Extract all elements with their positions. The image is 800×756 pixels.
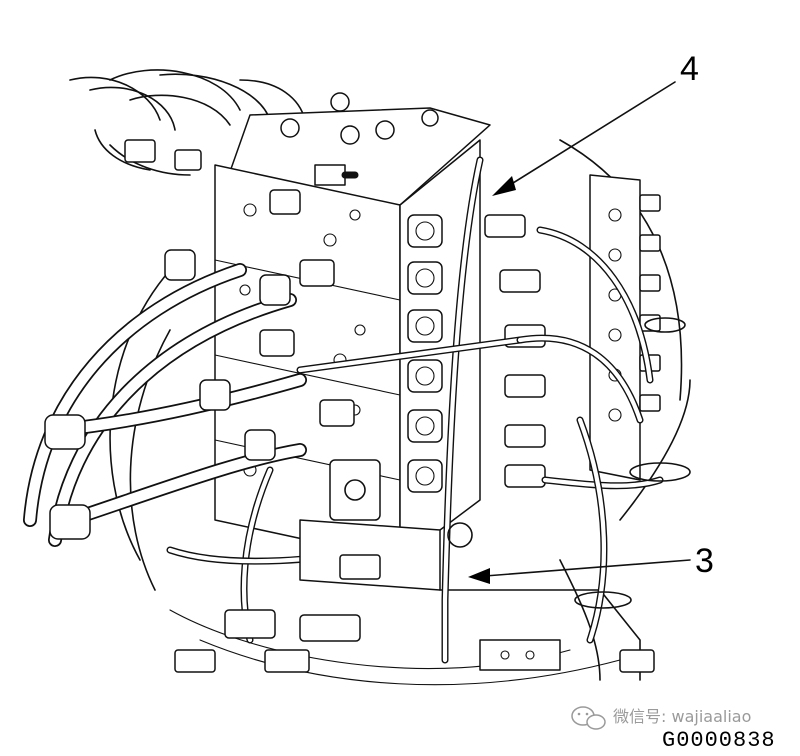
callout-leaders [468, 81, 691, 584]
callout-4-label: 4 [680, 50, 699, 88]
watermark-text: 微信号: wajiaaliao [613, 707, 751, 726]
top-hose-bundle [69, 69, 306, 176]
figure-code: G0000838 [662, 728, 776, 753]
lower-bracket [174, 519, 655, 673]
callout-3-arrowhead [468, 568, 490, 584]
wechat-icon [571, 706, 606, 730]
callout-3-label: 3 [695, 542, 714, 580]
machine-body [109, 139, 691, 686]
callout-4-arrowhead [492, 176, 516, 196]
main-hoses [23, 249, 307, 547]
